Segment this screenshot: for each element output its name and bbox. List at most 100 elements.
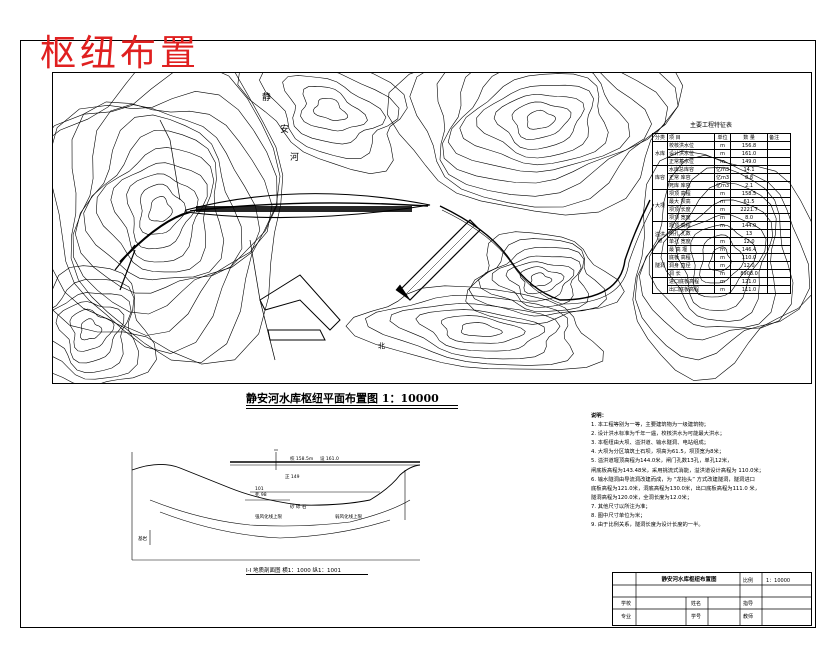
contour-line <box>511 101 572 140</box>
note-item: 9. 由于比例关系，隧洞长度为设计长度的一半。 <box>591 522 704 529</box>
title-block: 静安河水库枢纽布置图 比例 1：10000 学校 姓名 专业 学号 指导 教师 <box>612 572 812 626</box>
contour-line <box>526 109 557 130</box>
contour-line <box>139 183 187 235</box>
notes-list: 1. 本工程等别为一等，主要建筑物为一级建筑物； 2. 设计洪水标准为千年一遇，校… <box>591 421 813 530</box>
contour-line <box>530 272 553 287</box>
note-item: 1. 本工程等别为一等，主要建筑物为一级建筑物； <box>591 422 709 429</box>
plan-map-frame <box>52 72 812 384</box>
contour-line <box>110 162 208 263</box>
feature-table-cell: m <box>713 285 732 294</box>
bedrock-line <box>149 499 411 527</box>
titleblock-school-label: 学校 <box>621 601 632 607</box>
section-bedrock-label: 强风化线上限 <box>255 513 282 520</box>
contour-line <box>387 73 684 216</box>
powerhouse <box>259 274 341 331</box>
contour-line <box>505 261 575 302</box>
note-item: 2. 设计洪水标准为千年一遇，校核洪水为可能最大洪水； <box>591 431 725 438</box>
note-item: 5. 溢洪道堰顶高程为144.0米，闸门孔数13孔，单孔12米， <box>591 458 733 465</box>
contour-line <box>415 309 546 352</box>
contour-line <box>447 73 631 173</box>
contour-line <box>53 90 278 354</box>
contour-line <box>55 301 125 364</box>
section-bedrock2-label: 弱风化线上限 <box>335 513 362 520</box>
contour-line <box>493 94 585 150</box>
contour-line <box>282 75 387 145</box>
section-mid-label: 砂 砾 石 <box>290 503 307 510</box>
section-bottom-label: 基岩 <box>138 535 147 542</box>
titleblock-name-label: 姓名 <box>691 601 702 607</box>
note-item: 底板高程为121.0米，洞底高程为130.0米，出口底板高程为111.0 米， <box>591 485 761 492</box>
dam-bar <box>196 206 412 212</box>
title-block-grid <box>612 572 812 626</box>
contour-line <box>365 295 574 366</box>
contour-line <box>312 98 348 121</box>
contour-line <box>74 114 243 294</box>
plan-title-underline <box>246 405 458 409</box>
notes-heading: 说明： <box>591 413 607 419</box>
river-label-3: 河 <box>290 151 299 163</box>
dam-body <box>185 193 431 219</box>
contour-line <box>460 322 503 337</box>
note-item: 8. 图中尺寸单位为米； <box>591 513 646 520</box>
section-design-label: 设 161.0 <box>320 455 339 462</box>
contour-line <box>126 173 199 250</box>
titleblock-scale-label: 比例 <box>743 578 754 584</box>
contour-line <box>83 130 225 281</box>
contour-line <box>70 101 273 336</box>
note-item: 3. 本枢纽由大坝、溢洪道、输水隧洞、电站组成； <box>591 440 709 447</box>
contour-line <box>72 103 261 315</box>
feature-table-title: 主要工程特征表 <box>690 122 733 129</box>
contour-line <box>300 85 368 132</box>
contour-line <box>148 195 173 222</box>
section-caption-underline <box>246 574 368 575</box>
contour-line <box>80 318 103 341</box>
contour-line <box>95 147 215 273</box>
section-normal-label: 正 149 <box>285 474 300 480</box>
titleblock-drawing-name: 静安河水库枢纽布置图 <box>661 577 717 583</box>
outer-frame <box>20 40 816 628</box>
contour-line <box>259 73 400 160</box>
section-left-label: 101 <box>255 486 264 492</box>
north-label: 北 <box>378 342 385 350</box>
contour-line <box>442 73 652 184</box>
note-item: 4. 大坝为分区填筑土石坝，坝高为61.5，坝顶宽为8米； <box>591 449 725 456</box>
titleblock-major-label: 专业 <box>621 614 632 620</box>
contour-line <box>491 255 582 308</box>
contour-line <box>53 73 281 363</box>
section-caption: Ⅰ-Ⅰ 地质剖面图 横1：1000 纵1：1001 <box>246 568 341 574</box>
access-road <box>439 199 651 301</box>
contour-line <box>345 285 604 370</box>
contour-line <box>441 315 526 344</box>
titleblock-scale-value: 1：10000 <box>766 578 791 584</box>
contour-line <box>519 266 565 295</box>
river-label-1: 静 <box>262 91 271 103</box>
contour-line <box>53 73 284 365</box>
contour-line <box>476 84 594 159</box>
contour-line <box>53 265 157 383</box>
feature-table-remark <box>767 285 792 294</box>
plan-title: 静安河水库枢纽平面布置图 1：10000 <box>246 392 439 405</box>
ground-line <box>131 464 421 506</box>
titleblock-studentno-label: 学号 <box>691 614 702 620</box>
titleblock-teacher-label: 教师 <box>743 614 754 620</box>
contour-line <box>237 73 408 175</box>
note-item: 闸底板高程为143.48米，采用挑流式消能，溢洪道设计高程为 110.0米； <box>591 467 765 474</box>
contour-line <box>69 308 115 352</box>
contour-line <box>53 292 132 374</box>
contour-line <box>459 73 609 166</box>
note-item: 隧洞高程为120.0米，全洞长度为12.0米； <box>591 494 693 501</box>
note-item: 7. 其他尺寸以所注为准； <box>591 503 651 510</box>
titleblock-mentor-label: 指导 <box>743 601 754 607</box>
contour-line <box>389 303 561 360</box>
drawing-heading: 枢纽布置 <box>40 33 201 74</box>
section-dead-label: 死 98 <box>255 492 267 498</box>
note-item: 6. 输水隧洞由导流洞改建而成，为 “龙抬头” 方式改建隧洞，隧洞进口 <box>591 476 755 483</box>
